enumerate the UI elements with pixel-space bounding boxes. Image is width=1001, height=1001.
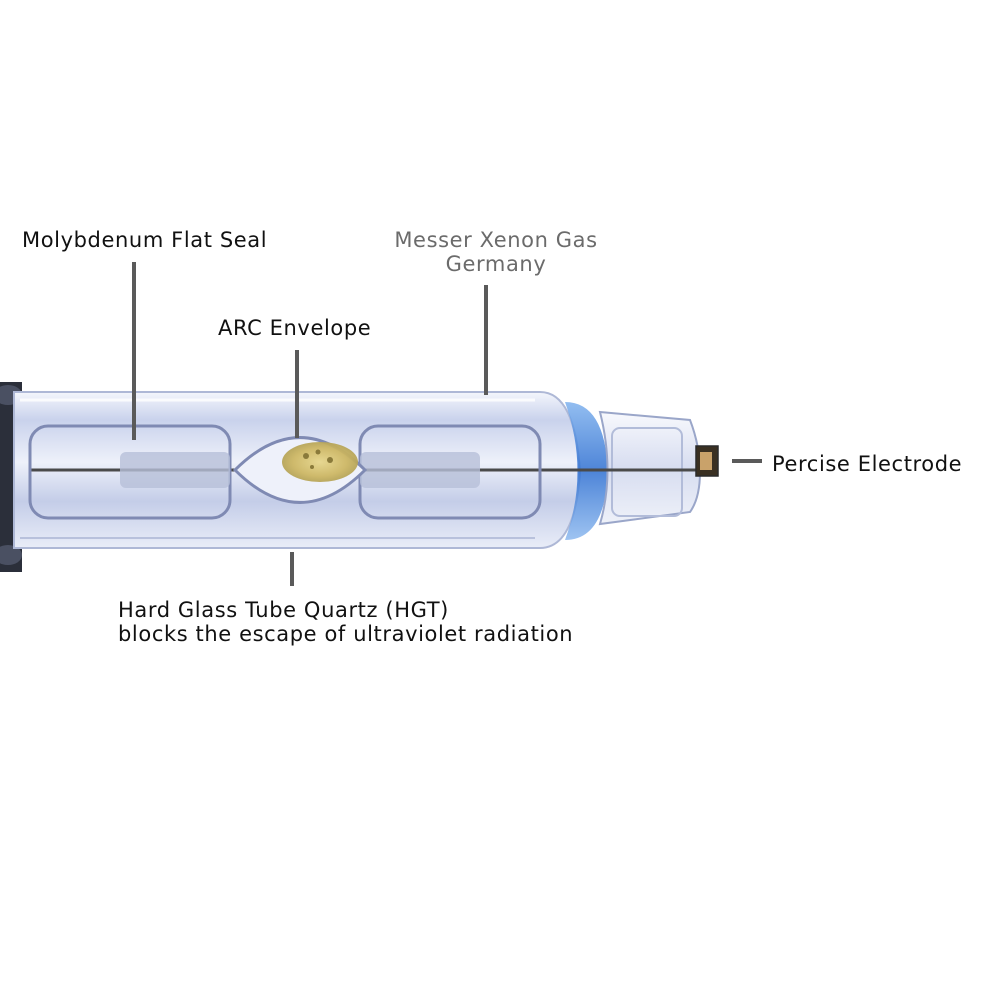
label-xenon-line2: Germany — [445, 252, 547, 276]
label-hgt-line1: Hard Glass Tube Quartz (HGT) — [118, 598, 449, 622]
arc-envelope — [232, 436, 368, 504]
leader-line-molybdenum — [132, 262, 136, 440]
leader-line-hgt — [290, 552, 294, 586]
end-cap — [598, 410, 702, 526]
label-hgt-line2: blocks the escape of ultraviolet radiati… — [118, 622, 574, 646]
label-hard-glass-tube: Hard Glass Tube Quartz (HGT) blocks the … — [118, 598, 573, 646]
label-percise-electrode: Percise Electrode — [772, 452, 963, 476]
leader-line-electrode — [732, 459, 762, 463]
label-molybdenum-flat-seal: Molybdenum Flat Seal — [22, 228, 268, 252]
label-arc-envelope: ARC Envelope — [218, 316, 372, 340]
inner-seal-left — [28, 424, 232, 520]
leader-line-xenon — [484, 285, 488, 395]
leader-line-arc — [295, 350, 299, 438]
label-xenon-line1: Messer Xenon Gas — [394, 228, 598, 252]
label-messer-xenon-gas: Messer Xenon Gas Germany — [380, 228, 612, 276]
